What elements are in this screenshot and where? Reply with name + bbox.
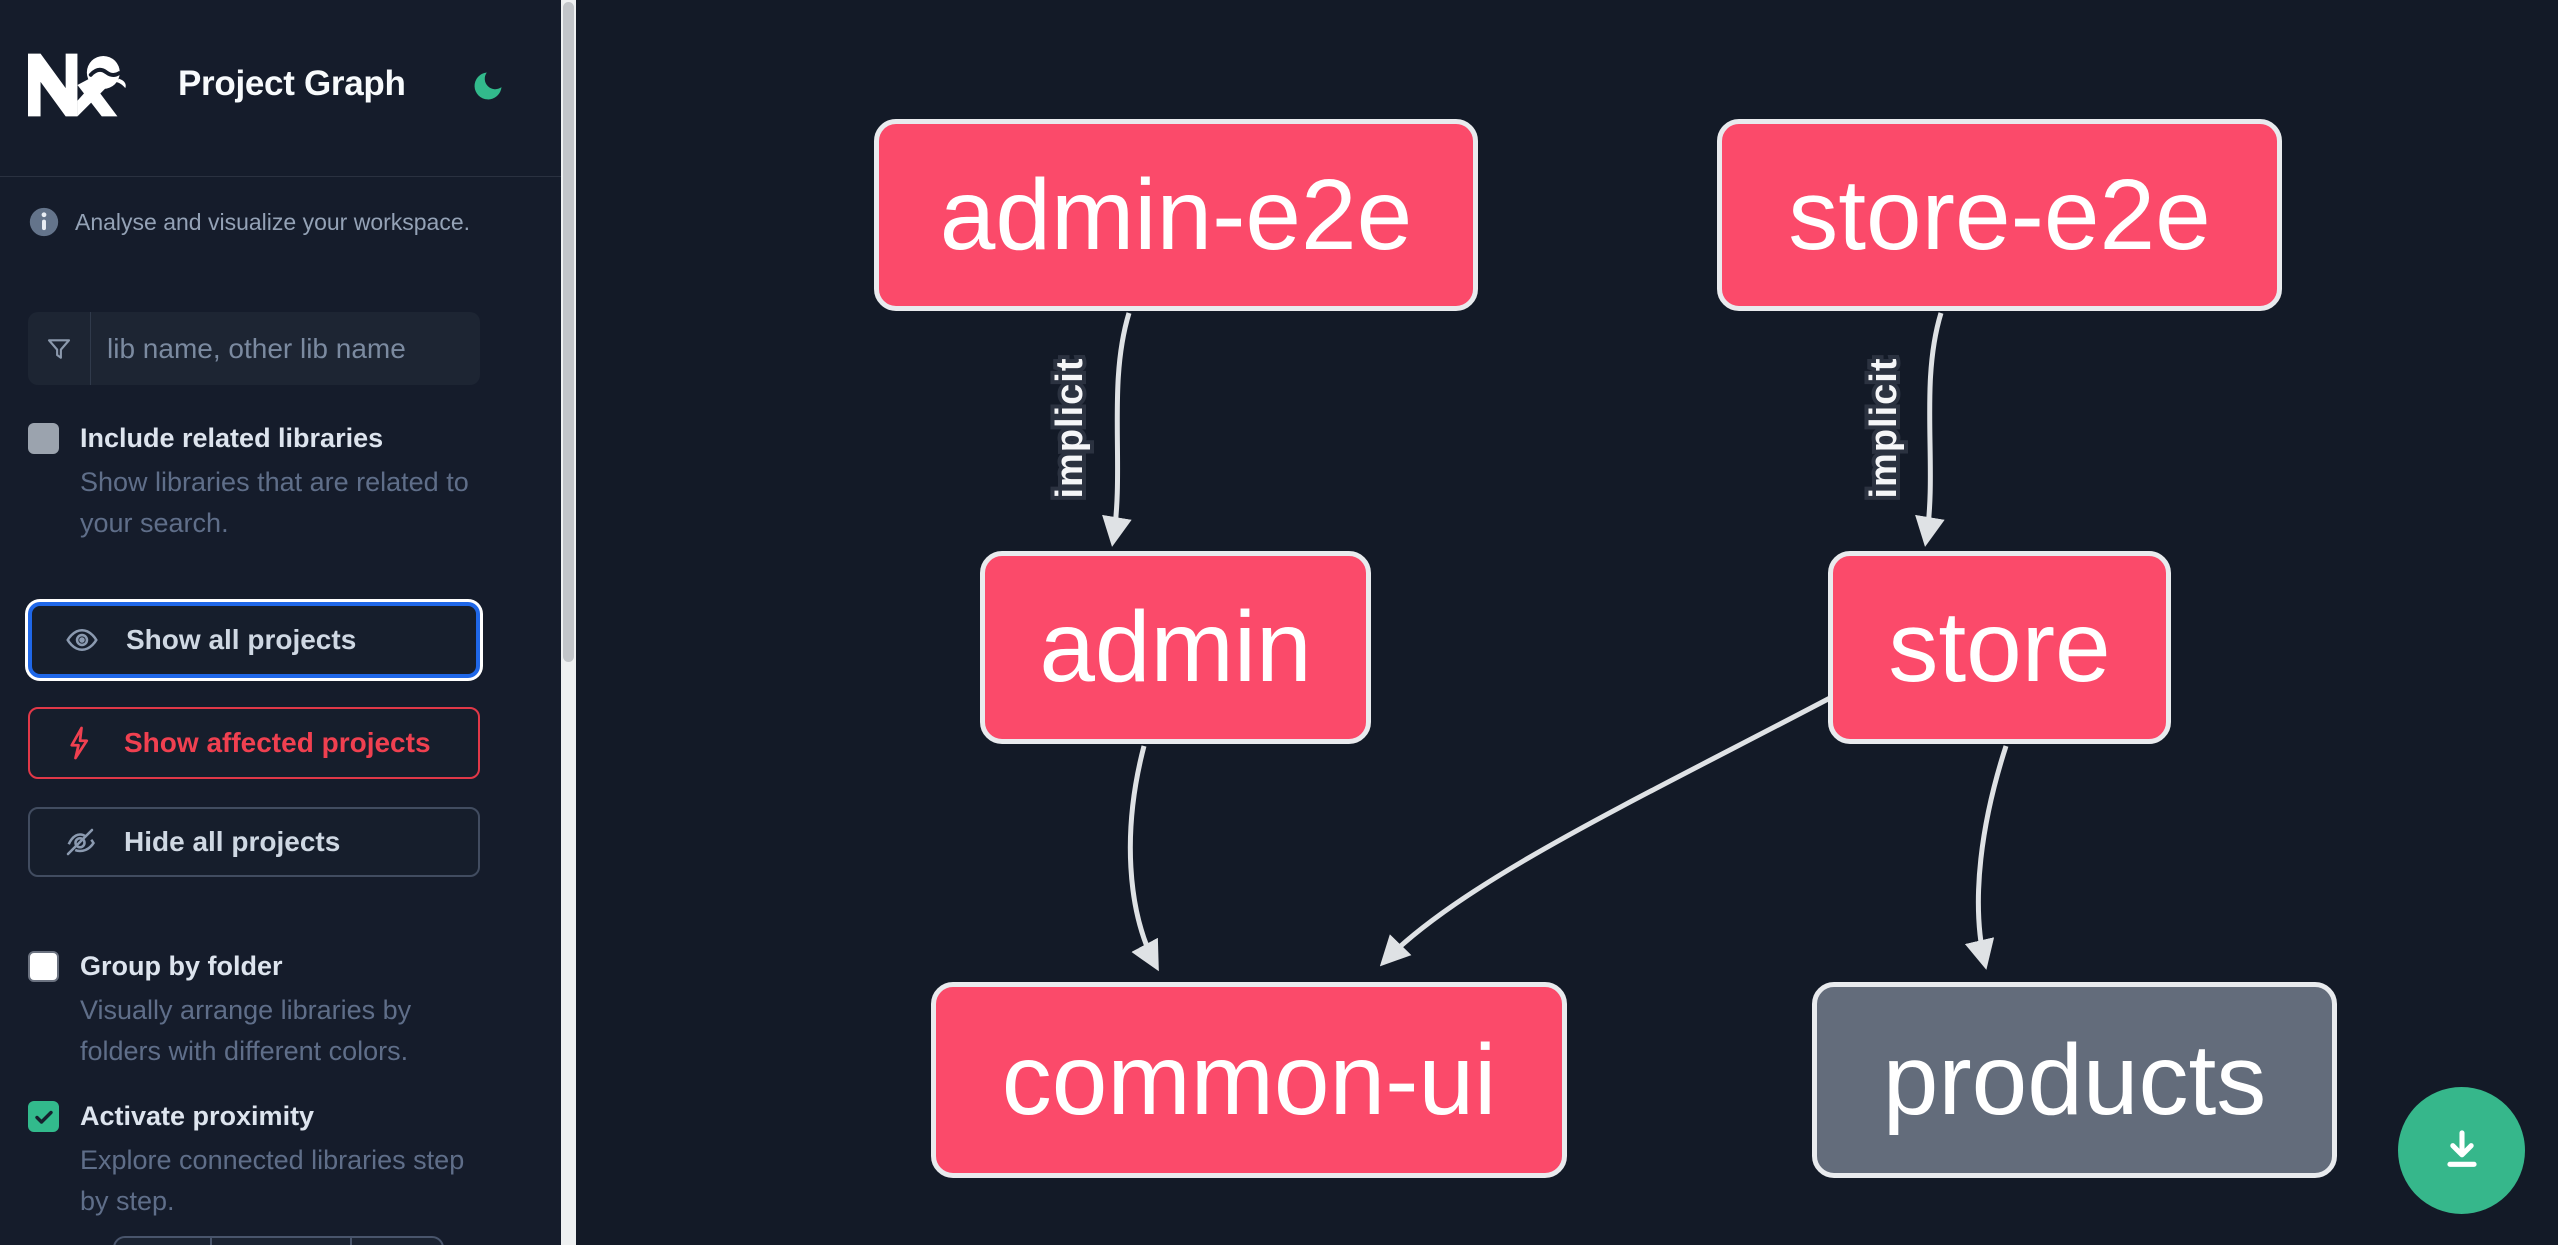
hide-all-projects-button[interactable]: Hide all projects [28, 807, 480, 877]
tagline-text: Analyse and visualize your workspace. [75, 209, 471, 235]
include-related-libraries-checkbox[interactable] [28, 423, 59, 454]
sidebar: Project Graph Analyse and visualize your… [0, 0, 561, 1245]
edge-admin-to-common-ui [1127, 745, 1159, 972]
page-title: Project Graph [178, 64, 406, 103]
edge-store-to-products [1964, 745, 2009, 970]
search-box [28, 312, 480, 385]
filter-icon-cell [28, 312, 91, 385]
graph-node-store[interactable]: store [1828, 551, 2171, 744]
nx-logo [28, 53, 126, 117]
workspace-tagline: Analyse and visualize your workspace. [27, 205, 470, 239]
sidebar-scrollbar[interactable] [561, 0, 576, 1245]
checkbox-description: Show libraries that are related to your … [80, 467, 469, 538]
button-label: Show all projects [126, 624, 357, 655]
info-icon [29, 207, 59, 237]
download-icon [2446, 1129, 2477, 1167]
group-by-folder-checkbox[interactable] [28, 951, 59, 982]
edge-store-e2e-to-store [1915, 312, 1945, 547]
group-by-folder-option: Group by folder Visually arrange librari… [28, 948, 480, 1072]
checkbox-label: Activate proximity [80, 1101, 315, 1131]
download-image-button[interactable] [2398, 1087, 2525, 1214]
graph-node-admin-e2e[interactable]: admin-e2e [874, 119, 1478, 311]
graph-node-products[interactable]: products [1812, 982, 2337, 1178]
bolt-icon [70, 726, 89, 760]
edge-label-implicit: implicit [1863, 357, 1905, 498]
scrollbar-thumb[interactable] [563, 2, 574, 662]
header-divider [0, 176, 561, 177]
graph-canvas[interactable]: implicit implicit admin-e2e store-e2e ad… [576, 0, 2558, 1245]
graph-node-store-e2e[interactable]: store-e2e [1717, 119, 2282, 311]
include-related-libraries-option: Include related libraries Show libraries… [28, 420, 480, 544]
theme-toggle-button[interactable] [470, 68, 506, 104]
funnel-icon [47, 338, 71, 359]
graph-node-admin[interactable]: admin [980, 551, 1371, 744]
show-all-projects-button[interactable]: Show all projects [28, 602, 480, 678]
edge-store-to-common-ui [1379, 695, 1832, 967]
check-icon [34, 1110, 53, 1124]
graph-node-common-ui[interactable]: common-ui [931, 982, 1567, 1178]
checkbox-description: Visually arrange libraries by folders wi… [80, 995, 412, 1066]
segment-divider [210, 1238, 212, 1245]
eye-icon [66, 628, 98, 652]
search-input[interactable] [91, 312, 480, 385]
checkbox-label: Include related libraries [80, 423, 384, 453]
checkbox-description: Explore connected libraries step by step… [80, 1145, 465, 1216]
activate-proximity-checkbox[interactable] [28, 1101, 59, 1132]
checkbox-label: Group by folder [80, 951, 283, 981]
button-label: Hide all projects [124, 826, 341, 857]
eye-off-icon [66, 828, 95, 856]
moon-icon [474, 72, 502, 100]
segment-divider [350, 1238, 352, 1245]
edge-label-implicit: implicit [1049, 357, 1091, 498]
proximity-depth-control[interactable] [113, 1236, 444, 1245]
activate-proximity-option: Activate proximity Explore connected lib… [28, 1098, 480, 1222]
graph-edges: implicit implicit [1045, 312, 2009, 972]
show-affected-projects-button[interactable]: Show affected projects [28, 707, 480, 779]
button-label: Show affected projects [124, 727, 431, 758]
edge-admin-e2e-to-admin [1102, 312, 1132, 547]
